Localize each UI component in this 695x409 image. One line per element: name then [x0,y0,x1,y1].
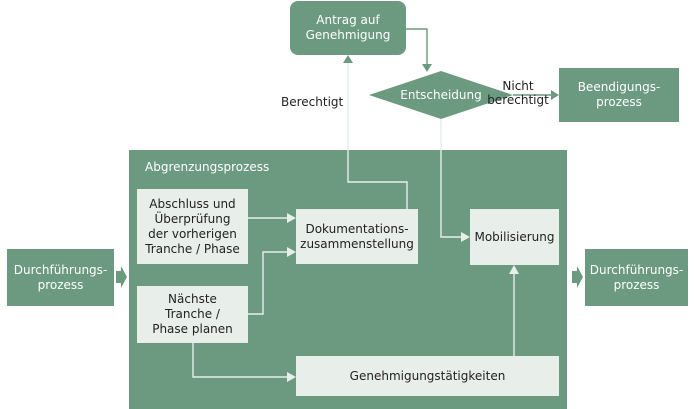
beendigung-node: Beendigungs- prozess [559,68,679,122]
entscheidung-diamond [369,71,513,119]
connector-naechste-genehmigung [192,343,288,378]
abgrenzungsprozess-title: Abgrenzungsprozess [145,160,270,174]
durchfuehrung-links-node: Durchführungs- prozess [7,249,114,306]
arrowhead-genehmigung [287,372,296,382]
arrowhead-beendigung [551,90,559,100]
naechste-node: Nächste Tranche / Phase planen [137,286,248,343]
block-arrow-out [572,266,583,288]
genehmigung-node: Genehmigungstätigkeiten [296,356,559,396]
arrowhead-dokumentation-unten [287,247,296,257]
edge-label-nicht-berechtigt: Nicht berechtigt [487,79,549,107]
arrowhead-antrag [343,55,353,63]
mobilisierung-node: Mobilisierung [470,209,559,265]
arrowhead-mobilisierung-unten [509,265,519,274]
arrowhead-entscheidung [422,64,432,72]
connector-naechste-dokumentation [248,251,288,315]
durchfuehrung-rechts-node: Durchführungs- prozess [585,249,688,306]
connector-entscheidung-mobilisierung [440,119,462,238]
connector-antrag-entscheidung [406,28,428,66]
edge-label-berechtigt: Berechtigt [281,95,344,109]
block-arrow-in [116,266,127,288]
antrag-node: Antrag auf Genehmigung [290,1,406,55]
abschluss-node: Abschluss und Überprüfung der vorherigen… [137,189,248,264]
connector-dokumentation-antrag [347,60,408,209]
arrowhead-mobilisierung-links [461,232,470,242]
dokumentation-node: Dokumentations- zusammenstellung [296,209,418,264]
entscheidung-label: Entscheidung [400,87,482,102]
arrowhead-dokumentation-oben [287,213,296,223]
